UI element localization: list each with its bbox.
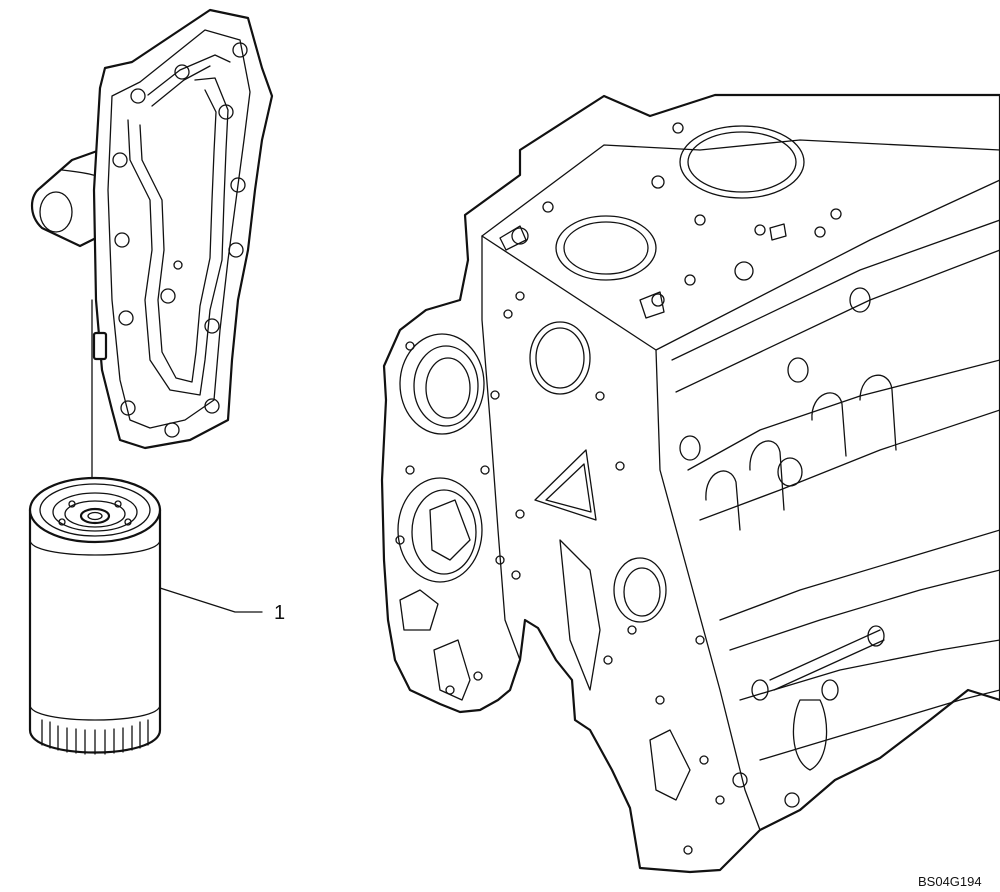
oil-filter	[28, 476, 162, 755]
callout-label: 1	[274, 602, 285, 624]
callout-1: 1	[159, 587, 285, 624]
engine-block	[380, 93, 1000, 874]
callout-leader-line	[159, 587, 263, 613]
filter-head-plate	[30, 8, 274, 450]
figure-code: BS04G194	[918, 874, 982, 889]
